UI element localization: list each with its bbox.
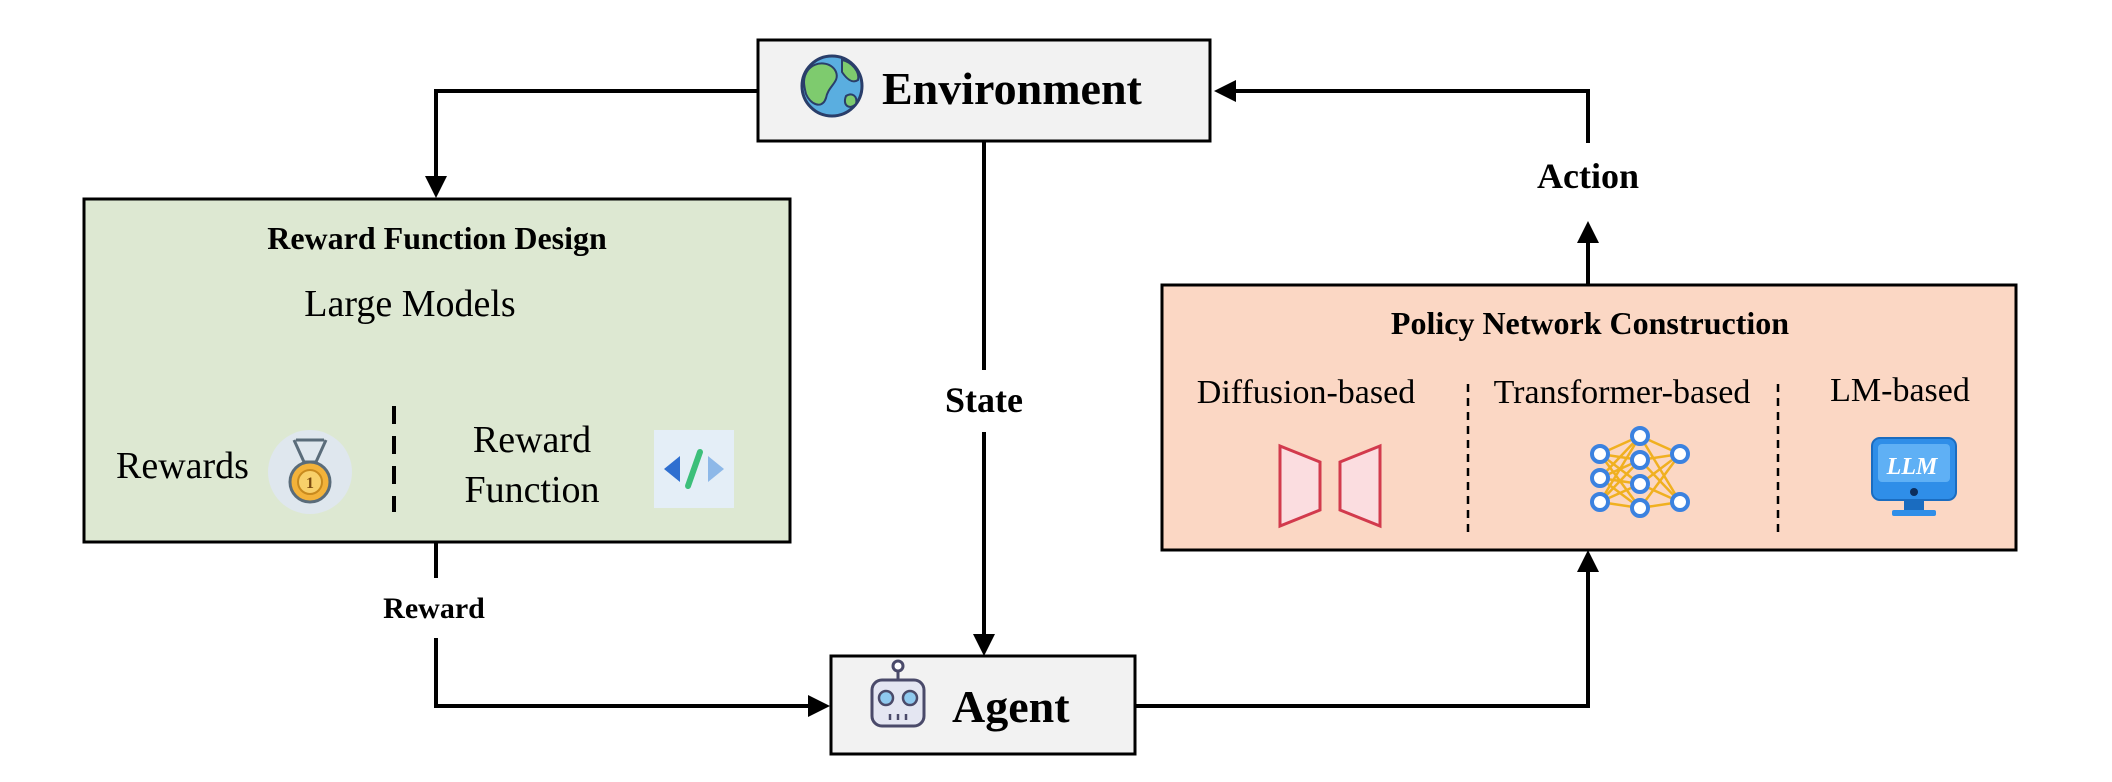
- llm-icon-text: LLM: [1886, 454, 1939, 480]
- code-icon: [654, 430, 734, 508]
- policy-panel: Policy Network Construction Diffusion-ba…: [1160, 283, 2018, 552]
- policy-column-label-lm: LM-based: [1830, 372, 1970, 409]
- llm-monitor-icon: LLM: [1871, 437, 1957, 516]
- arrowhead-reward-box: [425, 176, 447, 198]
- arrowhead-policy-bottom: [1577, 550, 1599, 572]
- policy-column-label-diffusion: Diffusion-based: [1197, 374, 1415, 411]
- policy-column-label-transformer: Transformer-based: [1494, 374, 1751, 411]
- state-label: State: [945, 380, 1023, 420]
- reward-function-label-line1: Reward: [473, 419, 591, 461]
- globe-icon: [800, 54, 864, 118]
- svg-text:1: 1: [306, 475, 314, 492]
- arrowhead-env-right: [1214, 80, 1236, 102]
- agent-label: Agent: [952, 681, 1070, 732]
- reward-design-title: Reward Function Design: [267, 220, 607, 256]
- policy-title: Policy Network Construction: [1391, 305, 1789, 341]
- reward-function-label-line2: Function: [464, 469, 599, 511]
- diffusion-icon: [1278, 443, 1382, 529]
- environment-label: Environment: [882, 63, 1143, 114]
- robot-icon: [870, 659, 926, 728]
- medal-icon: 1: [268, 430, 352, 514]
- neural-network-icon: [1590, 426, 1690, 518]
- reward-label: Reward: [383, 592, 485, 625]
- reward-line-lower: [434, 638, 812, 708]
- environment-node: Environment: [756, 38, 1212, 143]
- action-to-env-line: [1230, 89, 1590, 143]
- action-label: Action: [1537, 156, 1639, 196]
- arrowhead-action-up: [1577, 221, 1599, 243]
- agent-node: Agent: [829, 654, 1137, 756]
- arrowhead-agent-left: [808, 695, 830, 717]
- agent-to-policy-line: [1136, 566, 1590, 708]
- arrowhead-agent-top: [973, 634, 995, 656]
- env-to-reward-arrow: [431, 89, 758, 188]
- reward-design-panel: Reward Function Design Large Models Rewa…: [82, 197, 792, 544]
- large-models-label: Large Models: [304, 283, 515, 325]
- rewards-label: Rewards: [116, 445, 249, 487]
